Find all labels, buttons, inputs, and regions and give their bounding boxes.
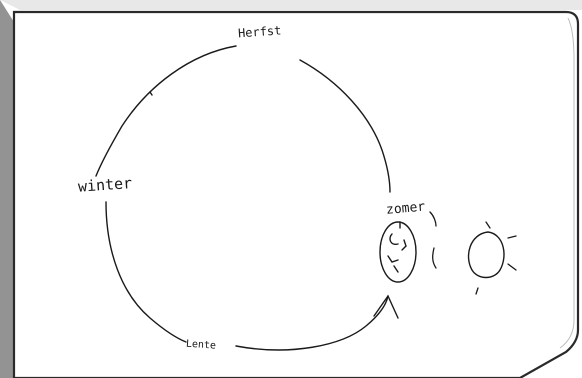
frame-bevel-left <box>0 0 14 378</box>
paper-card <box>14 12 578 378</box>
frame-bevel-top <box>0 0 582 10</box>
label-winter: winter <box>77 174 132 196</box>
label-lente: Lente <box>186 339 217 352</box>
